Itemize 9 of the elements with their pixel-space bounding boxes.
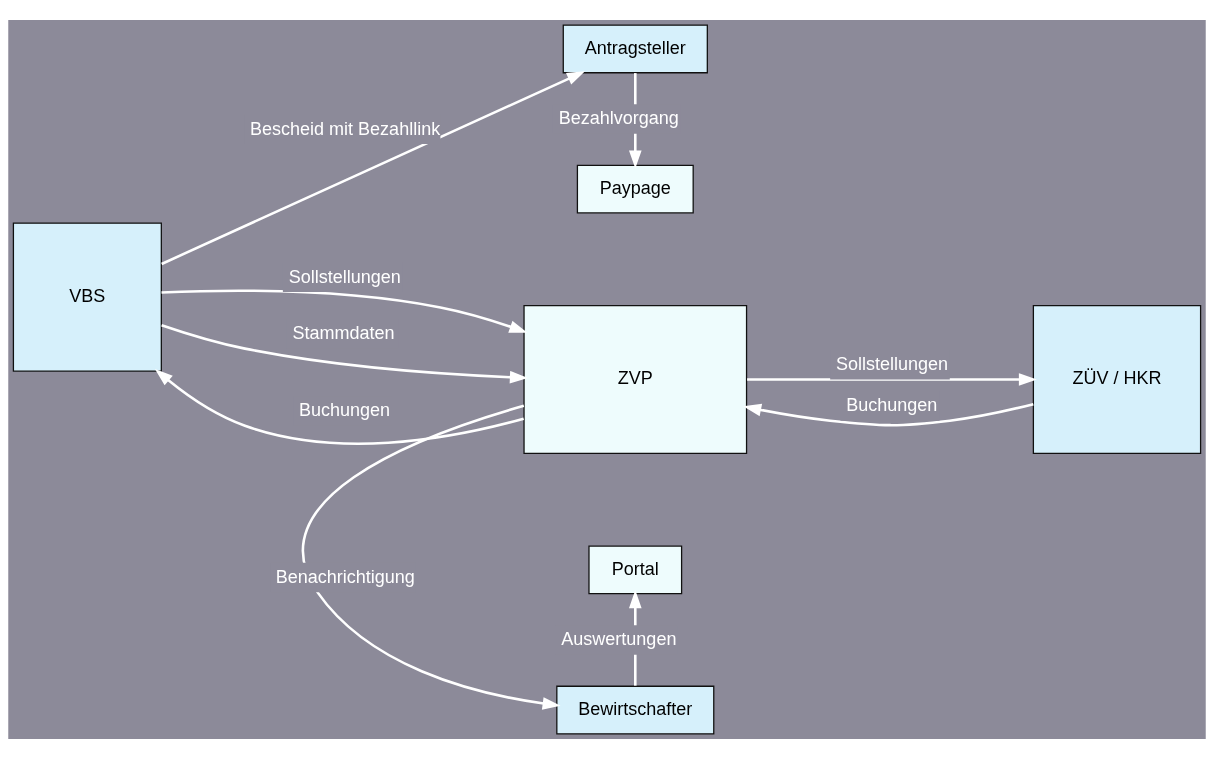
edge-label: Bescheid mit Bezahllink: [250, 118, 441, 139]
edge-label: Bezahlvorgang: [558, 107, 679, 128]
edge-label: Sollstellungen: [835, 353, 949, 374]
edge-label: Stammdaten: [292, 322, 395, 343]
edge-label: Buchungen: [298, 399, 391, 420]
edge-label: Auswertungen: [561, 628, 677, 649]
edge-label: Buchungen: [846, 394, 938, 415]
edge-label: Sollstellungen: [288, 266, 401, 287]
edge-label: Benachrichtigung: [275, 566, 415, 587]
